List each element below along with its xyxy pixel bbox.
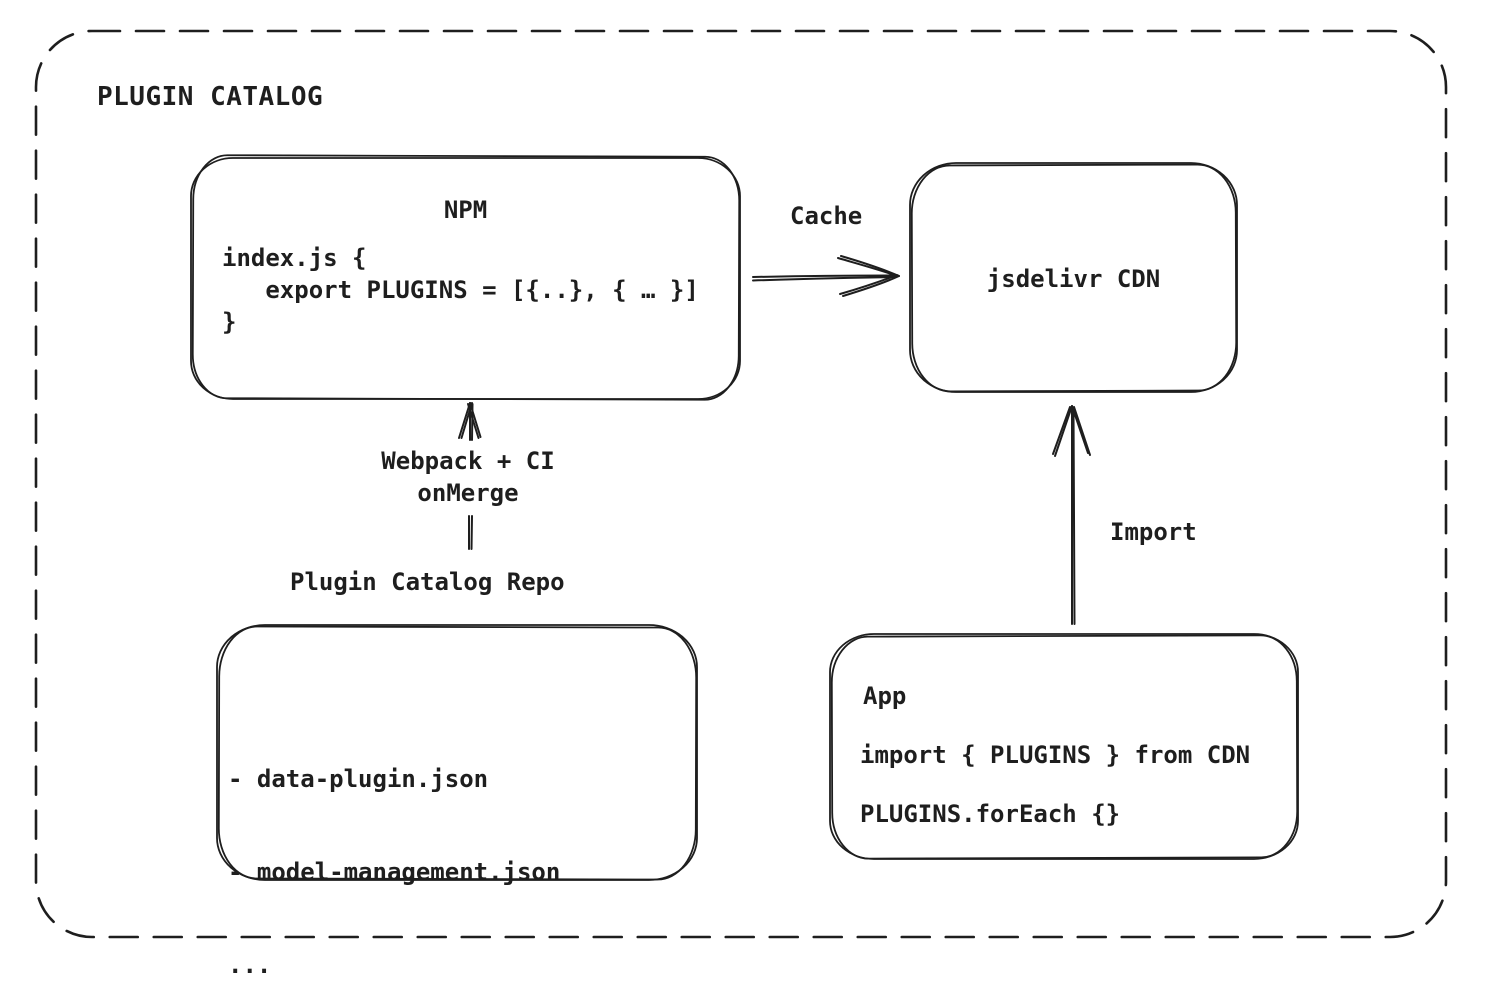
npm-node-title: NPM [443, 196, 488, 224]
app-node-code-line: PLUGINS.forEach {} [860, 800, 1121, 828]
repo-file-item: ... [228, 951, 272, 979]
import-arrow [1052, 405, 1091, 625]
repo-node-file-list: - data-plugin.json - model-management.js… [228, 703, 560, 1002]
app-node-code-line: import { PLUGINS } from CDN [860, 741, 1251, 769]
build-connector-segment [468, 515, 473, 550]
import-edge-label: Import [1110, 518, 1197, 546]
repo-file-item: - model-management.json [228, 858, 561, 886]
diagram-title: PLUGIN CATALOG [97, 82, 324, 112]
build-edge-label-line1: Webpack + CI [381, 447, 555, 475]
npm-box-outline [190, 154, 741, 401]
cdn-box-outline [909, 162, 1238, 393]
app-box-outline [829, 633, 1299, 860]
repo-file-item: - data-plugin.json [228, 765, 489, 793]
cdn-node-label: jsdelivr CDN [986, 265, 1161, 293]
cache-arrow [752, 255, 900, 297]
plugin-catalog-dashed-border [34, 29, 1448, 939]
app-node-title: App [863, 682, 907, 710]
build-edge-label-line2: onMerge [417, 479, 519, 507]
repo-box-outline [216, 624, 698, 881]
npm-node-code: index.js { export PLUGINS = [{..}, { … }… [222, 244, 699, 336]
build-arrow [458, 402, 482, 441]
cache-edge-label: Cache [790, 202, 863, 230]
repo-node-label: Plugin Catalog Repo [290, 568, 565, 596]
